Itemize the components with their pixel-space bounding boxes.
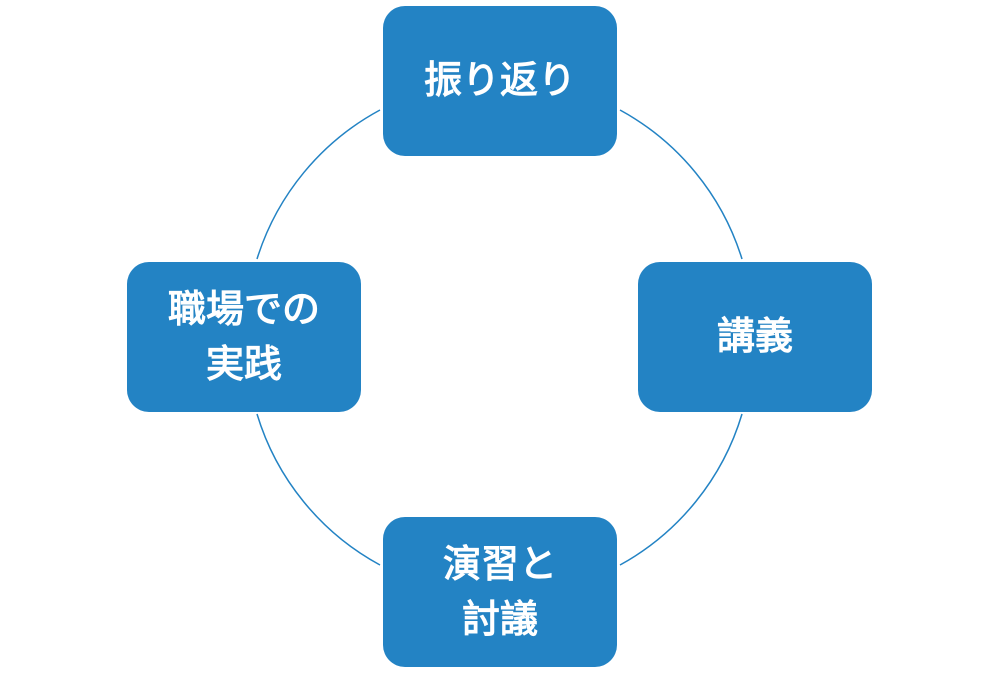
node-label: 演習と 討議 [442, 541, 557, 641]
node-label: 講義 [716, 314, 793, 359]
connector-arc-right-bottom [619, 413, 743, 566]
node-label: 職場での 実践 [167, 286, 320, 386]
connector-arc-left-top [256, 109, 381, 260]
cycle-node-workplace-practice: 職場での 実践 [127, 262, 361, 412]
cycle-node-reflection: 振り返り [383, 6, 617, 156]
cycle-node-lecture: 講義 [638, 262, 872, 412]
cycle-node-exercise-discussion: 演習と 討議 [383, 517, 617, 667]
connector-arc-top-right [619, 109, 743, 260]
connector-arc-bottom-left [256, 413, 381, 566]
node-label: 振り返り [423, 58, 576, 103]
